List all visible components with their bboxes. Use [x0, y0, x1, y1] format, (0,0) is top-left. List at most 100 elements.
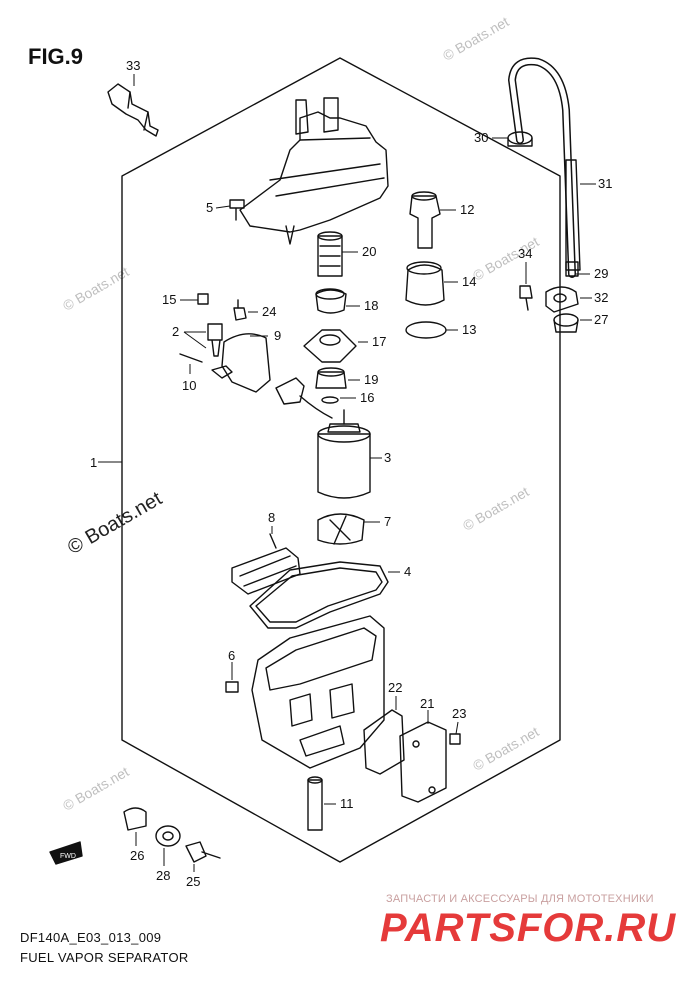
separator-body-pockets	[289, 683, 355, 757]
part-17-plate-hole	[319, 334, 341, 346]
part-27-grommet-body	[553, 319, 579, 333]
part-4-gasket	[249, 561, 389, 629]
part-7-pump-filter-ribs	[329, 515, 351, 545]
part-20-filter	[317, 235, 343, 277]
part-32-clamp-hole	[553, 293, 567, 303]
part-9-cover	[221, 333, 271, 393]
part-31-hose-inner	[509, 58, 575, 277]
callout-6: 6	[228, 648, 235, 663]
part-11-pipe-top	[307, 776, 323, 784]
callout-3: 3	[384, 450, 391, 465]
callout-17: 17	[372, 334, 386, 349]
callout-8: 8	[268, 510, 275, 525]
callout-30: 30	[474, 130, 488, 145]
part-33-bracket	[107, 83, 159, 137]
shop-logo: PARTSFOR.RU	[380, 906, 677, 950]
part-3-pump-cap	[327, 423, 361, 433]
part-14-chamber	[405, 264, 445, 306]
part-28-grommet-hole	[162, 831, 174, 841]
callout-12: 12	[460, 202, 474, 217]
fwd-arrow-icon	[49, 841, 83, 865]
top-cover	[239, 111, 389, 233]
separator-body-top	[265, 627, 377, 691]
part-18-seat-top	[315, 288, 345, 300]
part-23-screw	[449, 733, 461, 745]
part-4-gasket-inner	[255, 567, 383, 623]
figure-code: DF140A_E03_013_009	[20, 930, 162, 945]
callout-9: 9	[274, 328, 281, 343]
leader-23	[455, 721, 459, 735]
part-21-cover-plate	[399, 721, 447, 803]
callout-2: 2	[172, 324, 179, 339]
callout-19: 19	[364, 372, 378, 387]
part-5-screw	[229, 199, 245, 221]
callout-26: 26	[130, 848, 144, 863]
callout-20: 20	[362, 244, 376, 259]
part-11-pipe	[307, 779, 323, 831]
part-26-cap	[123, 807, 147, 831]
part-33-bracket-detail	[127, 91, 149, 131]
part-29-hose-end	[565, 261, 579, 277]
part-7-pump-filter	[317, 513, 365, 545]
part-6-screw	[225, 681, 239, 693]
callout-14: 14	[462, 274, 476, 289]
part-16-washer	[321, 396, 339, 404]
part-25-bolt	[185, 841, 221, 863]
part-13-o-ring	[405, 321, 447, 339]
part-21-hole	[428, 786, 436, 794]
callout-33: 33	[126, 58, 140, 73]
part-8-lead	[269, 533, 277, 549]
callout-31: 31	[598, 176, 612, 191]
callout-34: 34	[518, 246, 532, 261]
part-17-plate	[303, 329, 357, 363]
part-3-fuel-pump	[317, 433, 371, 499]
part-34-bolt	[519, 285, 533, 311]
callout-29: 29	[594, 266, 608, 281]
cover-wire-terminal	[211, 365, 233, 379]
part-15-screw	[197, 293, 209, 305]
callout-27: 27	[594, 312, 608, 327]
callout-22: 22	[388, 680, 402, 695]
shop-tagline: ЗАПЧАСТИ И АКСЕССУАРЫ ДЛЯ МОТОТЕХНИКИ	[386, 893, 654, 905]
part-19-collar-top	[317, 367, 345, 377]
part-2-sensor	[207, 323, 223, 357]
pump-connector	[275, 377, 305, 405]
callout-5: 5	[206, 200, 213, 215]
top-cover-port-left	[295, 99, 309, 135]
part-27-grommet	[553, 313, 579, 327]
callout-7: 7	[384, 514, 391, 529]
separator-body	[251, 615, 385, 769]
part-22-gasket	[363, 709, 405, 775]
callout-4: 4	[404, 564, 411, 579]
callout-25: 25	[186, 874, 200, 889]
part-31-tube	[565, 159, 581, 271]
top-cover-pin	[285, 225, 295, 245]
part-32-clamp	[545, 286, 579, 313]
top-cover-ribs	[269, 137, 385, 197]
callout-10: 10	[182, 378, 196, 393]
callout-16: 16	[360, 390, 374, 405]
callout-32: 32	[594, 290, 608, 305]
leader-5	[215, 205, 231, 209]
part-30-clip-body	[507, 137, 533, 147]
assembly-outline	[121, 57, 561, 863]
callout-21: 21	[420, 696, 434, 711]
leader-2	[183, 331, 207, 349]
callout-18: 18	[364, 298, 378, 313]
part-19-collar	[315, 371, 347, 389]
figure-title: FIG.9	[28, 44, 84, 69]
part-21-hole	[412, 740, 420, 748]
callout-28: 28	[156, 868, 170, 883]
part-20-filter-mesh	[319, 245, 341, 267]
fwd-marker-label: FWD	[60, 853, 76, 860]
part-12-valve	[409, 195, 441, 249]
part-8-sensor-detail	[239, 555, 297, 587]
figure-caption: FUEL VAPOR SEPARATOR	[20, 950, 189, 965]
top-cover-port-right	[323, 97, 339, 133]
callout-24: 24	[262, 304, 276, 319]
pump-wire	[299, 395, 333, 419]
part-28-grommet	[155, 825, 181, 847]
part-14-chamber-top	[406, 261, 442, 275]
part-18-seat	[315, 289, 347, 314]
